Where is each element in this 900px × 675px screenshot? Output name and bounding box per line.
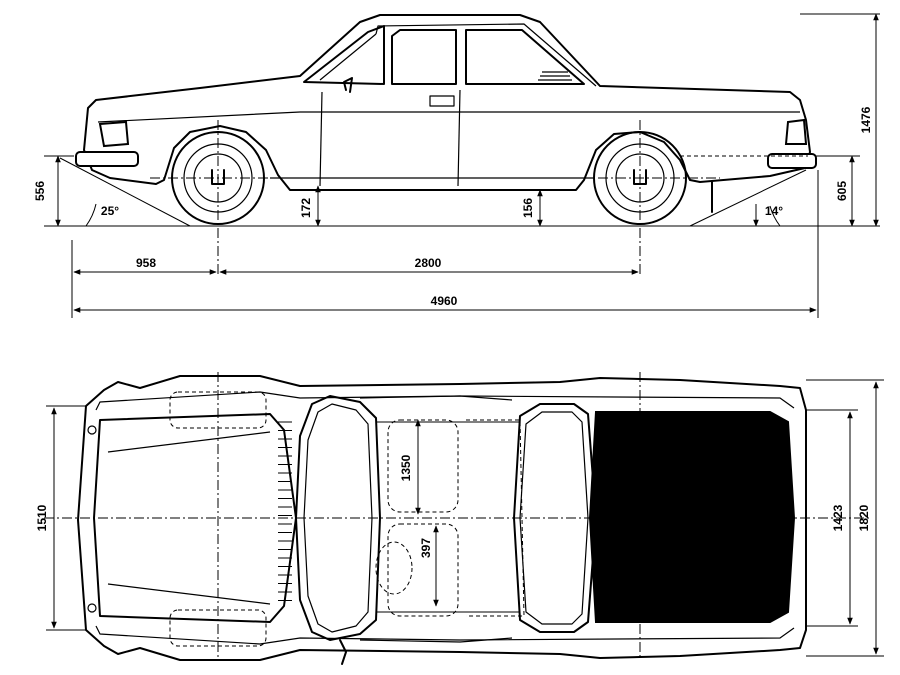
dim-approach-angle: 25° bbox=[101, 204, 119, 218]
dim-556: 556 bbox=[33, 181, 47, 201]
dim-397: 397 bbox=[419, 538, 433, 558]
dim-1510: 1510 bbox=[35, 504, 49, 531]
steering-wheel bbox=[375, 541, 413, 595]
front-bumper bbox=[75, 151, 139, 167]
front-headlight bbox=[98, 120, 130, 148]
door-handle bbox=[429, 95, 455, 107]
side-view: 556 25° 172 156 14° 605 1476 958 2800 49… bbox=[33, 13, 880, 318]
dim-172: 172 bbox=[299, 198, 313, 218]
top-mirror bbox=[339, 639, 347, 665]
dim-4960: 4960 bbox=[431, 294, 458, 308]
top-windshield bbox=[295, 395, 381, 641]
top-body-outline bbox=[77, 375, 807, 661]
hood bbox=[93, 413, 297, 623]
driver-seat bbox=[387, 523, 459, 617]
top-view: 1510 1350 397 1423 1820 bbox=[35, 372, 884, 665]
dim-1820: 1820 bbox=[857, 504, 871, 531]
dim-1423: 1423 bbox=[831, 504, 845, 531]
side-windshield bbox=[303, 25, 385, 85]
front-seat bbox=[387, 419, 459, 513]
side-door-window bbox=[391, 29, 457, 85]
rear-bumper bbox=[767, 153, 817, 169]
dim-605: 605 bbox=[835, 181, 849, 201]
roof-panel bbox=[588, 411, 796, 623]
side-mirror bbox=[343, 77, 353, 93]
dim-958: 958 bbox=[136, 256, 156, 270]
cowl-grille bbox=[278, 421, 292, 601]
side-rear-window bbox=[465, 29, 585, 85]
side-body-outline bbox=[83, 14, 811, 191]
dim-2800: 2800 bbox=[415, 256, 442, 270]
dim-156: 156 bbox=[521, 198, 535, 218]
top-rear-window bbox=[513, 403, 597, 633]
dim-1350: 1350 bbox=[399, 454, 413, 481]
rear-taillight bbox=[784, 118, 808, 145]
dim-1476: 1476 bbox=[859, 106, 873, 133]
dim-departure-angle: 14° bbox=[765, 204, 783, 218]
